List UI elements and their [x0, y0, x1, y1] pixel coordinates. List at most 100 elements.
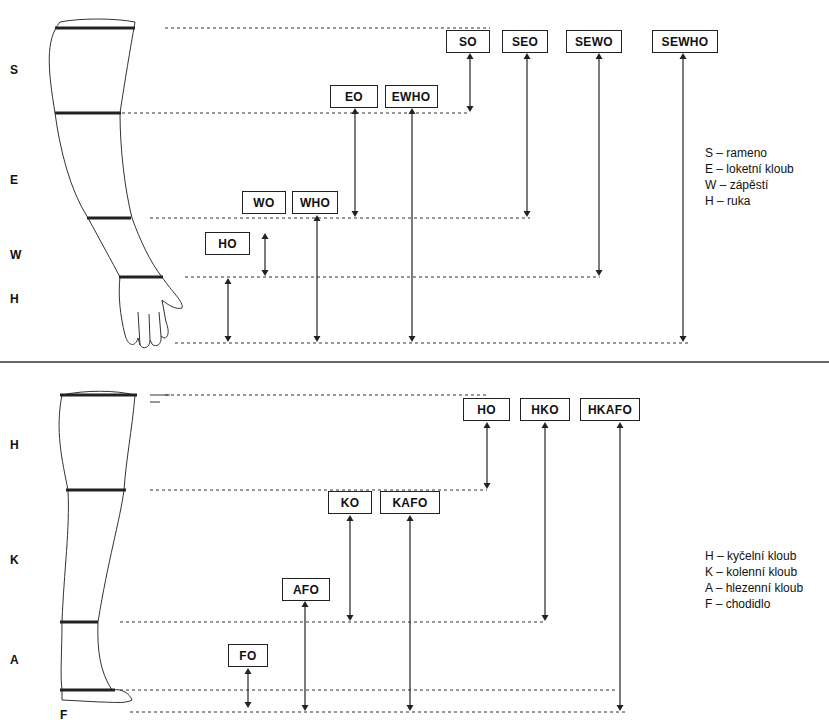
orthosis-box: FO: [228, 644, 268, 667]
orthosis-abbreviation: FO: [239, 649, 256, 663]
arrow-head: [542, 422, 549, 428]
orthosis-abbreviation: KO: [341, 496, 360, 510]
arrow-head: [314, 336, 321, 342]
arm-joint-bands: [55, 28, 163, 277]
level-lines: [120, 28, 690, 712]
arrow-head: [302, 705, 309, 711]
range-arrow: [469, 58, 470, 107]
legend-text: E – loketní kloub: [705, 162, 794, 176]
arrow-head: [314, 215, 321, 221]
arrow-head: [409, 336, 416, 342]
range-arrow: [619, 427, 620, 706]
arrow-head: [542, 615, 549, 621]
leg-joint-bands: [60, 395, 137, 690]
arrow-head: [347, 615, 354, 621]
joint-letter: H: [10, 438, 19, 452]
orthosis-abbreviation: SEWHO: [662, 35, 709, 49]
range-arrow: [316, 220, 317, 337]
range-arrows: [225, 53, 687, 711]
orthosis-abbreviation: WHO: [300, 196, 330, 210]
arrow-head: [484, 483, 491, 489]
arrow-head: [680, 336, 687, 342]
range-arrow: [544, 427, 545, 616]
arrow-head: [524, 211, 531, 217]
arrow-head: [347, 515, 354, 521]
arrow-head: [225, 336, 232, 342]
orthosis-abbreviation: SEWO: [575, 35, 613, 49]
orthosis-box: HO: [205, 232, 250, 255]
joint-letter: E: [10, 173, 18, 187]
arrow-head: [262, 270, 269, 276]
arrow-head: [352, 211, 359, 217]
range-arrow: [304, 606, 305, 706]
arrow-head: [617, 705, 624, 711]
orthosis-abbreviation: HO: [477, 403, 496, 417]
legend-text: S – rameno: [705, 146, 767, 160]
orthosis-abbreviation: SEO: [512, 35, 538, 49]
orthosis-box: HKO: [520, 398, 570, 421]
orthosis-box: KAFO: [380, 491, 440, 514]
orthosis-box: EO: [330, 85, 378, 108]
legend-text: H – kyčelní kloub: [705, 549, 796, 563]
arrow-head: [245, 702, 252, 708]
legend-text: W – zápěstí: [705, 178, 768, 192]
orthosis-box: EWHO: [385, 85, 438, 108]
leg-outline: [59, 391, 170, 702]
arrow-head: [596, 270, 603, 276]
orthosis-box: SEWO: [566, 30, 622, 53]
separator: [0, 361, 829, 363]
joint-letter: F: [60, 708, 67, 722]
orthosis-abbreviation: KAFO: [392, 496, 427, 510]
arrow-head: [617, 422, 624, 428]
orthosis-box: WO: [242, 191, 286, 214]
orthosis-box: SO: [446, 30, 490, 53]
orthosis-abbreviation: HKO: [531, 403, 559, 417]
range-arrow: [486, 427, 487, 484]
orthosis-abbreviation: WO: [253, 196, 274, 210]
arrow-head: [467, 106, 474, 112]
range-arrow: [264, 238, 265, 271]
joint-letter: K: [10, 553, 19, 567]
range-arrow: [409, 520, 410, 706]
orthosis-abbreviation: HKAFO: [588, 403, 632, 417]
orthosis-abbreviation: SO: [459, 35, 477, 49]
arrow-head: [467, 53, 474, 59]
range-arrow: [598, 58, 599, 271]
joint-letter: W: [10, 248, 21, 262]
orthosis-box: SEO: [502, 30, 548, 53]
range-arrow: [354, 113, 355, 212]
orthosis-abbreviation: HO: [218, 237, 237, 251]
orthosis-box: AFO: [282, 578, 330, 601]
arrow-head: [680, 53, 687, 59]
arrow-head: [407, 705, 414, 711]
orthosis-abbreviation: AFO: [293, 583, 319, 597]
legend-text: H – ruka: [705, 194, 750, 208]
legend-text: F – chodidlo: [705, 597, 770, 611]
orthosis-box: SEWHO: [652, 30, 718, 53]
range-arrow: [682, 58, 683, 337]
arrow-head: [596, 53, 603, 59]
arrow-head: [409, 108, 416, 114]
arrow-head: [484, 422, 491, 428]
range-arrow: [247, 673, 248, 703]
orthosis-abbreviation: EWHO: [392, 90, 431, 104]
legend-text: A – hlezenní kloub: [705, 581, 803, 595]
joint-letter: A: [10, 653, 19, 667]
arrow-head: [352, 108, 359, 114]
legend-text: K – kolenní kloub: [705, 565, 797, 579]
orthosis-box: WHO: [292, 191, 338, 214]
arrow-head: [245, 668, 252, 674]
arrow-head: [302, 601, 309, 607]
range-arrow: [227, 283, 228, 337]
arm-outline: [49, 19, 182, 348]
arrow-head: [524, 53, 531, 59]
orthosis-box: HKAFO: [580, 398, 640, 421]
joint-letter: H: [10, 292, 19, 306]
arrow-head: [225, 278, 232, 284]
range-arrow: [526, 58, 527, 212]
orthosis-box: KO: [328, 491, 372, 514]
orthosis-box: HO: [463, 398, 510, 421]
range-arrow: [411, 113, 412, 337]
range-arrow: [349, 520, 350, 616]
